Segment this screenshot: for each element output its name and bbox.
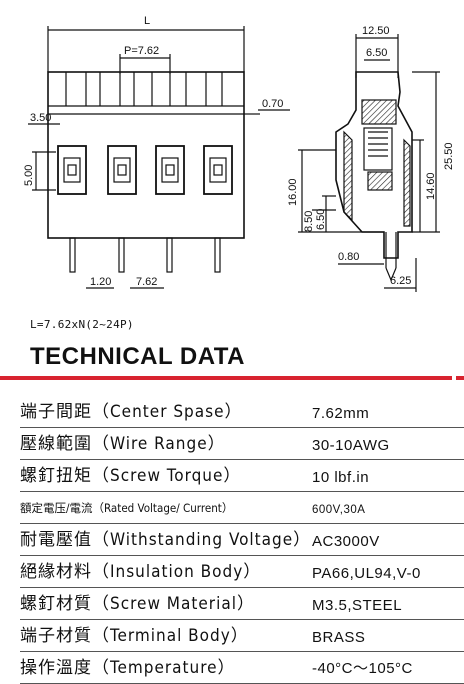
spec-label: 額定電压/電流（Rated Voltage/ Current） [20, 501, 234, 515]
spec-label: 絕緣材料（Insulation Body） [20, 562, 262, 582]
spec-row: 操作溫度（Temperature） -40°C～105°C [20, 652, 464, 684]
spec-row: 螺釘材質（Screw Material） M3.5,STEEL [20, 588, 464, 620]
dim-label-pitch: P=7.62 [124, 45, 159, 57]
spec-row: 耐電壓值（Withstanding Voltage） AC3000V [20, 524, 464, 556]
dim-label-7-62: 7.62 [136, 276, 157, 288]
spec-label: 螺釘扭矩（Screw Torque） [20, 466, 242, 486]
spec-row: 端子間距（Center Spase） 7.62mm [20, 396, 464, 428]
heading-underline [0, 376, 464, 380]
spec-row: 端子材質（Terminal Body） BRASS [20, 620, 464, 652]
front-view [28, 26, 290, 289]
spec-row: 額定電压/電流（Rated Voltage/ Current） 600V,30A [20, 492, 464, 524]
dim-label-1-20: 1.20 [90, 276, 111, 288]
spec-label: 螺釘材質（Screw Material） [20, 594, 255, 614]
spec-row: 絕緣材料（Insulation Body） PA66,UL94,V-0 [20, 556, 464, 588]
spec-label: 端子材質（Terminal Body） [20, 626, 249, 646]
spec-label: 耐電壓值（Withstanding Voltage） [20, 530, 312, 550]
spec-value: BRASS [312, 629, 366, 646]
dim-label-6-25: 6.25 [390, 275, 411, 287]
technical-drawing: L P=7.62 3.50 0.70 5.00 1.20 7.62 12.50 … [23, 15, 455, 292]
dim-label-L: L [144, 15, 150, 27]
spec-label: 壓線範圍（Wire Range） [20, 434, 226, 454]
spec-row: 螺釘扭矩（Screw Torque） 10 lbf.in [20, 460, 464, 492]
dim-label-14-60: 14.60 [425, 172, 437, 200]
spec-value: AC3000V [312, 533, 380, 550]
dim-label-8-50: 8.50 [303, 211, 315, 232]
spec-label: 操作溫度（Temperature） [20, 658, 236, 678]
spec-value: 30-10AWG [312, 437, 390, 454]
dim-label-3-50: 3.50 [30, 112, 51, 124]
spec-value: 600V,30A [312, 504, 366, 516]
spec-value: PA66,UL94,V-0 [312, 565, 421, 582]
section-heading: TECHNICAL DATA [30, 343, 245, 370]
dim-label-12-50: 12.50 [362, 25, 390, 37]
spec-label: 端子間距（Center Spase） [20, 402, 243, 422]
spec-value: 7.62mm [312, 405, 370, 422]
dim-label-5-00: 5.00 [23, 165, 35, 186]
dim-label-16-00: 16.00 [287, 178, 299, 206]
spec-value: -40°C～105°C [312, 660, 413, 677]
dim-label-0-80: 0.80 [338, 251, 359, 263]
spec-value: M3.5,STEEL [312, 597, 403, 614]
length-formula: L=7.62xN(2~24P) [30, 318, 134, 331]
dim-label-6-50-top: 6.50 [366, 47, 387, 59]
spec-table: 端子間距（Center Spase） 7.62mm 壓線範圍（Wire Rang… [20, 396, 464, 684]
dim-label-6-50-side: 6.50 [315, 209, 327, 230]
dim-label-25-50: 25.50 [443, 142, 455, 170]
side-view [298, 34, 440, 292]
dim-label-0-70: 0.70 [262, 98, 283, 110]
spec-row: 壓線範圍（Wire Range） 30-10AWG [20, 428, 464, 460]
spec-value: 10 lbf.in [312, 469, 370, 486]
